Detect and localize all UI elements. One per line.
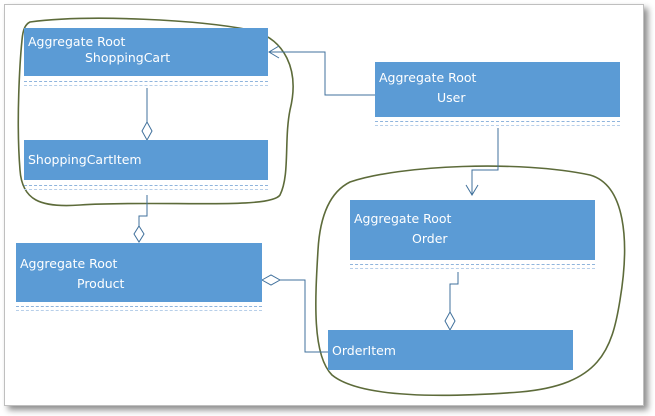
user-to-cart-arrowhead <box>268 45 280 59</box>
order-to-item-connector <box>449 272 459 312</box>
shopping-cart-compartment <box>24 81 268 86</box>
shopping-cart-item-name: ShoppingCartItem <box>28 152 142 167</box>
shopping-cart-class[interactable]: Aggregate Root ShoppingCart <box>24 28 268 76</box>
cart-to-item-diamond <box>141 120 153 142</box>
order-item-name: OrderItem <box>332 343 396 358</box>
item-to-product-connector <box>138 195 148 226</box>
product-compartment <box>16 306 262 311</box>
order-name: Order <box>412 231 448 246</box>
user-compartment <box>375 121 620 126</box>
shopping-cart-item-class[interactable]: ShoppingCartItem <box>24 140 268 180</box>
order-compartment <box>350 264 595 269</box>
shopping-cart-stereotype: Aggregate Root <box>28 34 126 49</box>
item-to-product-diamond <box>133 225 145 243</box>
shopping-cart-name: ShoppingCart <box>85 50 171 65</box>
order-aggregate-boundary <box>315 165 626 397</box>
product-to-orderitem-diamond <box>260 274 282 286</box>
user-to-order-connector <box>471 128 499 195</box>
product-stereotype: Aggregate Root <box>20 256 118 271</box>
order-class[interactable]: Aggregate Root Order <box>350 200 595 260</box>
product-name: Product <box>77 276 125 291</box>
user-to-order-arrowhead <box>465 184 479 196</box>
product-class[interactable]: Aggregate Root Product <box>16 243 262 302</box>
order-item-class[interactable]: OrderItem <box>328 330 573 370</box>
user-class[interactable]: Aggregate Root User <box>375 62 620 117</box>
user-to-cart-connector <box>269 51 375 96</box>
order-stereotype: Aggregate Root <box>354 211 452 226</box>
user-stereotype: Aggregate Root <box>379 70 477 85</box>
order-to-item-diamond <box>444 310 456 332</box>
product-to-orderitem-connector <box>280 279 333 353</box>
user-name: User <box>437 90 466 105</box>
shopping-cart-item-compartment <box>24 185 268 190</box>
